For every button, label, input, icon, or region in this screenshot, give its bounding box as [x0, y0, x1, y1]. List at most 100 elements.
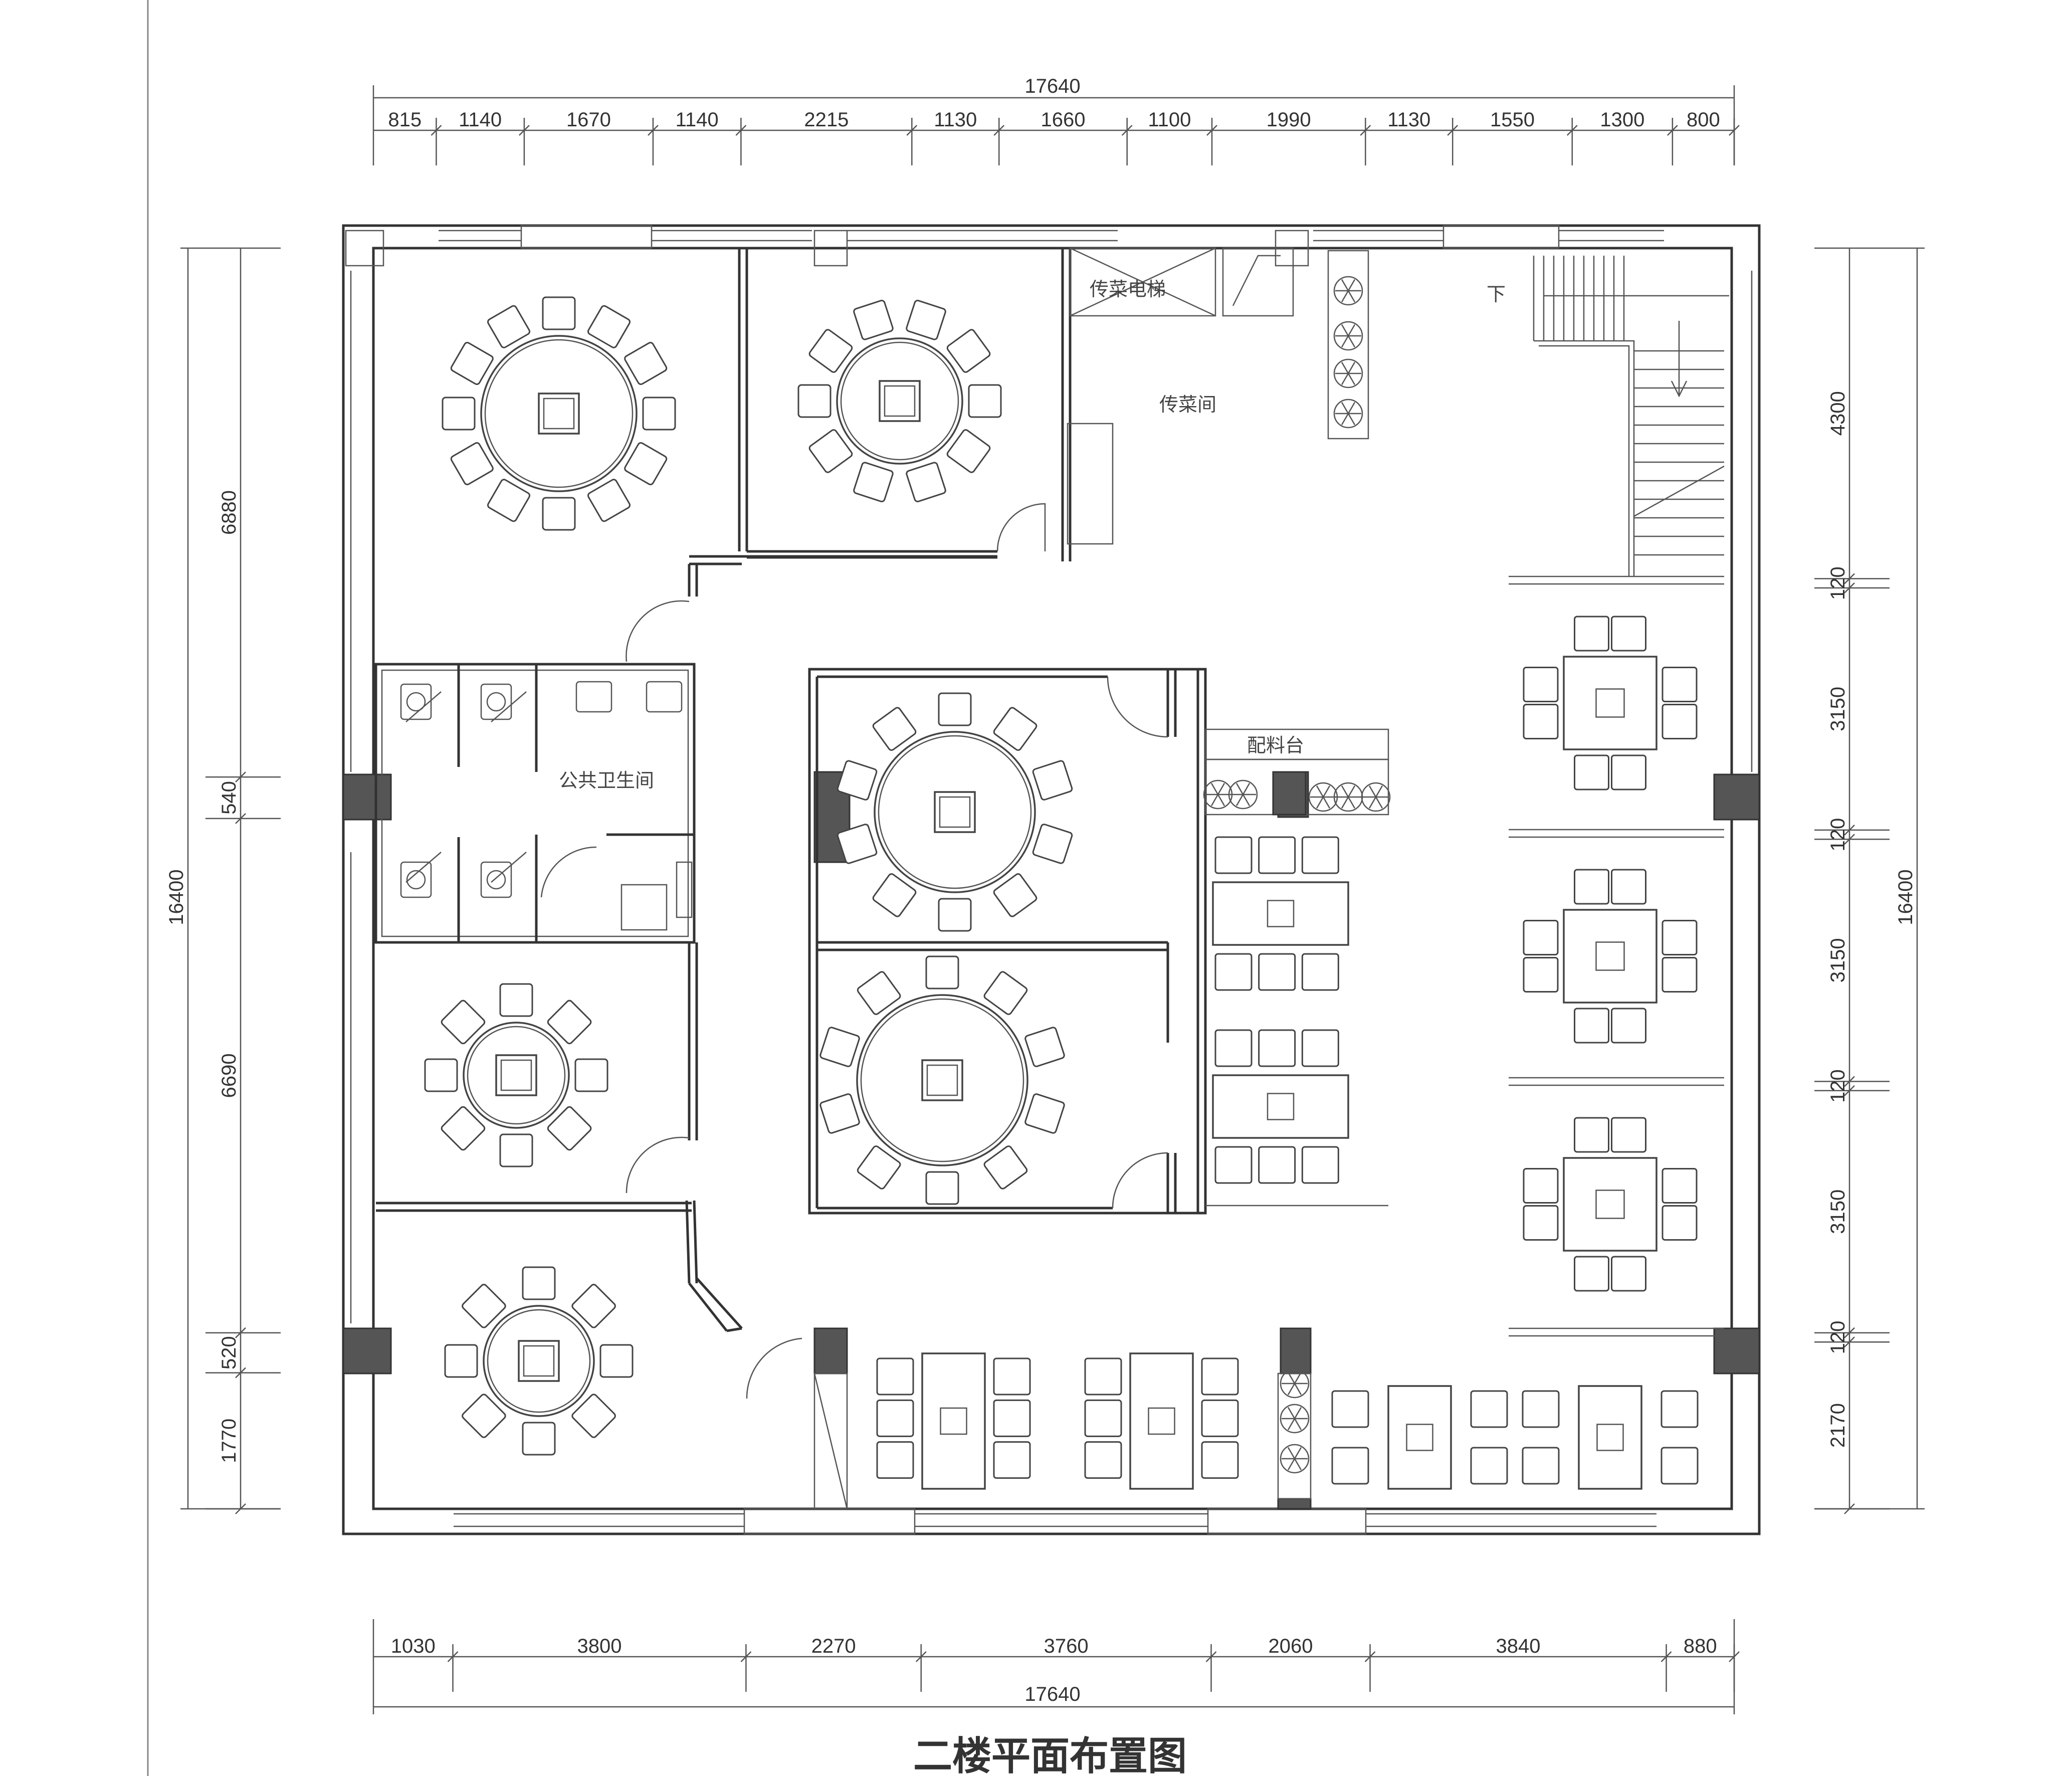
toilet-bowl	[486, 692, 506, 712]
toilet-icon	[400, 861, 432, 898]
chair	[837, 760, 878, 801]
chair	[1470, 1390, 1508, 1428]
chair	[1662, 1168, 1698, 1204]
chair	[1574, 1117, 1609, 1153]
chair	[462, 1394, 506, 1438]
plant-pot	[1333, 321, 1363, 351]
toilet-icon	[480, 683, 512, 720]
chair	[1301, 953, 1339, 991]
plant-leaf	[1294, 1458, 1302, 1471]
sink-icon	[646, 681, 683, 713]
rect-table	[1578, 1385, 1642, 1490]
chair	[624, 341, 668, 385]
table-center	[1595, 1190, 1625, 1219]
rect-table	[921, 1352, 986, 1490]
toilet-tank	[480, 683, 512, 720]
dim-right-tick-mark	[1844, 834, 1855, 845]
cabinet	[676, 861, 693, 918]
plant-pot	[1333, 358, 1363, 388]
plant-leaf	[1341, 797, 1349, 809]
dim-right-total: 16400	[1895, 869, 1917, 925]
dim-top-tick-mark	[1206, 125, 1217, 136]
chair	[1470, 1447, 1508, 1485]
plant-leaf	[1341, 279, 1349, 291]
plant-pot	[1280, 1404, 1310, 1434]
toilet-bowl	[406, 692, 426, 712]
chair	[857, 1145, 901, 1190]
chair	[1084, 1441, 1122, 1479]
dim-bottom-total: 17640	[1024, 1683, 1080, 1705]
dim-top-segment-label: 1140	[459, 109, 502, 131]
plant-pot	[1333, 399, 1363, 429]
plant-leaf	[1368, 797, 1377, 809]
chair	[1574, 1256, 1609, 1292]
dim-top-segment-label: 1990	[1267, 109, 1311, 131]
chair	[1661, 1447, 1699, 1485]
dim-bottom-segment-label: 1030	[391, 1635, 436, 1657]
dim-left-segment-label: 6690	[218, 1053, 240, 1098]
dim-right-tick-mark	[1844, 582, 1855, 594]
chair	[1032, 824, 1073, 864]
label-ingredient-counter: 配料台	[1247, 734, 1304, 756]
lazy-susan	[879, 380, 921, 422]
chair	[1331, 1390, 1369, 1428]
chair	[857, 971, 901, 1015]
plant-leaf	[1347, 335, 1356, 348]
dim-left-segment-label: 1770	[218, 1419, 240, 1463]
plant-leaf	[1242, 794, 1251, 807]
chair	[938, 692, 972, 726]
chair	[587, 479, 631, 522]
dim-top-segment-label: 1140	[676, 109, 719, 131]
dim-top-tick-mark	[906, 125, 918, 136]
chair	[1662, 704, 1698, 739]
dim-top-tick-mark	[519, 125, 530, 136]
plant-icon	[1203, 779, 1233, 810]
square-table	[1563, 1157, 1657, 1252]
dim-right-segment-label: 2170	[1827, 1403, 1849, 1448]
chair	[1523, 667, 1559, 702]
plant-pot	[1280, 1444, 1310, 1474]
dim-bottom-segment-label: 3840	[1496, 1635, 1541, 1657]
chair	[1574, 754, 1609, 791]
chair	[1611, 1256, 1646, 1292]
chair	[1258, 1146, 1296, 1184]
chair	[1032, 760, 1073, 801]
round-table-edge	[487, 1309, 591, 1413]
chair	[1611, 869, 1646, 905]
sink-basin	[646, 681, 683, 713]
dim-left-tick-mark	[235, 1503, 246, 1514]
chair	[542, 497, 576, 531]
lazy-susan-inner	[939, 796, 971, 828]
dim-right-segment-label: 3150	[1827, 1190, 1849, 1234]
plant-leaf	[1347, 324, 1356, 336]
dim-top-tick-mark	[993, 125, 1005, 136]
round-table-set	[442, 296, 676, 531]
plant-icon	[1333, 782, 1363, 812]
plant-leaf	[1287, 1458, 1296, 1471]
table-center	[1595, 941, 1625, 971]
table-center	[1595, 688, 1625, 718]
chair	[938, 898, 972, 932]
plant-leaf	[1235, 794, 1244, 807]
rect-table-set	[1522, 1385, 1699, 1490]
table-center	[1148, 1407, 1175, 1435]
round-table-edge	[467, 1026, 566, 1125]
chair	[424, 1058, 458, 1092]
round-table-set	[819, 955, 1065, 1205]
plant-leaf	[1294, 1447, 1302, 1459]
chair	[441, 1106, 486, 1151]
plant-icon	[1280, 1404, 1310, 1434]
chair	[547, 1106, 592, 1151]
dim-bottom-segment-label: 3800	[577, 1635, 621, 1657]
dim-bottom-segment-label: 2270	[811, 1635, 856, 1657]
chair	[487, 305, 531, 348]
lazy-susan	[921, 1059, 963, 1101]
dim-top-segment-label: 1130	[1387, 109, 1430, 131]
chair	[946, 329, 991, 373]
plant-leaf	[1347, 361, 1356, 374]
table-center	[940, 1407, 967, 1435]
chair	[1662, 957, 1698, 993]
dim-top-segment-label: 1550	[1490, 109, 1535, 131]
